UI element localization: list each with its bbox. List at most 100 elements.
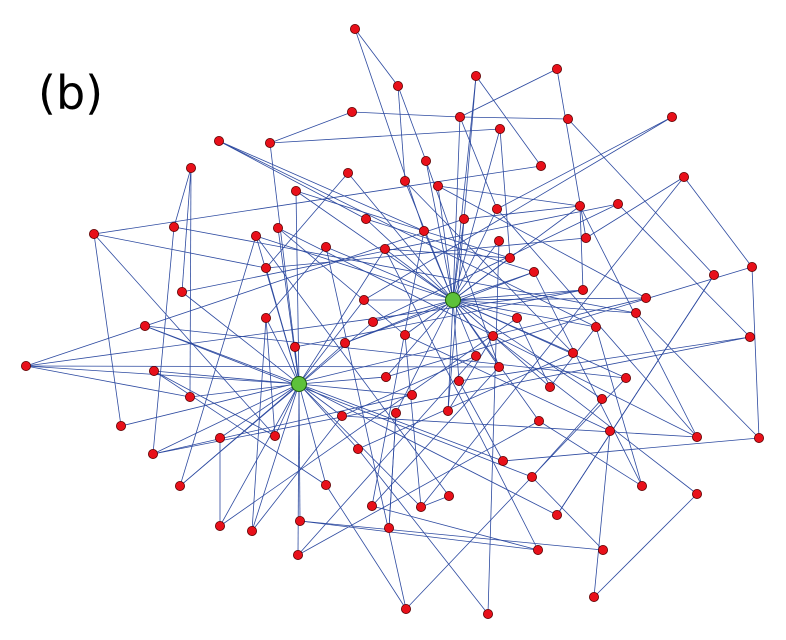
graph-edge xyxy=(294,289,584,348)
graph-edge xyxy=(385,299,454,378)
graph-edge xyxy=(458,336,751,382)
graph-edge xyxy=(277,227,300,385)
graph-edge xyxy=(420,495,450,508)
graph-edge xyxy=(452,116,461,301)
graph-node xyxy=(470,350,481,361)
graph-node xyxy=(399,329,410,340)
graph-edge xyxy=(93,165,542,235)
graph-edge xyxy=(354,28,425,232)
graph-edge xyxy=(459,116,569,120)
graph-edge xyxy=(153,370,300,385)
graph-node xyxy=(598,545,609,556)
graph-node xyxy=(176,286,187,297)
graph-node xyxy=(289,341,300,352)
graph-edge xyxy=(265,317,300,385)
graph-edge xyxy=(531,476,604,551)
graph-node xyxy=(352,443,363,454)
graph-edge xyxy=(181,203,619,293)
graph-edge xyxy=(384,248,539,551)
graph-node xyxy=(568,347,579,358)
graph-node xyxy=(432,180,443,191)
graph-edge xyxy=(120,297,647,427)
graph-node xyxy=(552,509,563,520)
graph-node xyxy=(453,375,464,386)
graph-edge xyxy=(452,299,627,379)
graph-node xyxy=(260,262,271,273)
graph-node xyxy=(533,545,544,556)
graph-edge xyxy=(298,376,387,385)
graph-edge xyxy=(452,299,540,422)
graph-edge xyxy=(152,226,175,455)
graph-node xyxy=(591,321,602,332)
graph-edge xyxy=(425,160,454,301)
graph-edge xyxy=(384,248,511,259)
graph-edge xyxy=(347,172,454,301)
graph-edge xyxy=(25,365,191,398)
graph-edge xyxy=(420,176,685,508)
graph-node xyxy=(692,431,703,442)
graph-edge xyxy=(447,75,477,412)
graph-hub-node xyxy=(291,376,307,392)
graph-node xyxy=(589,592,600,603)
graph-node xyxy=(272,222,283,233)
graph-edge xyxy=(269,128,501,144)
graph-node xyxy=(504,252,515,263)
graph-edge xyxy=(556,274,715,516)
graph-edge xyxy=(447,335,494,412)
graph-edge xyxy=(251,317,267,532)
graph-edge xyxy=(458,380,504,462)
graph-node xyxy=(342,167,353,178)
graph-edge xyxy=(531,398,603,478)
graph-edge xyxy=(265,172,349,269)
graph-edge xyxy=(265,237,587,269)
graph-node xyxy=(250,230,261,241)
graph-edge xyxy=(404,334,611,432)
graph-edge xyxy=(341,415,698,438)
graph-edge xyxy=(298,342,346,385)
graph-edge xyxy=(299,520,604,551)
graph-edge xyxy=(219,317,518,527)
graph-node xyxy=(367,316,378,327)
graph-node xyxy=(339,337,350,348)
graph-edge xyxy=(683,176,753,268)
graph-edge xyxy=(357,352,574,450)
graph-node xyxy=(443,490,454,501)
graph-edge xyxy=(452,208,498,301)
graph-node xyxy=(621,372,632,383)
graph-node xyxy=(400,604,411,615)
graph-edge xyxy=(218,140,367,220)
graph-edge xyxy=(325,246,407,610)
graph-edge xyxy=(218,140,425,232)
graph-edge xyxy=(299,520,539,551)
graph-node xyxy=(383,523,394,534)
graph-edge xyxy=(388,412,397,529)
graph-edge xyxy=(452,128,501,301)
graph-node xyxy=(454,112,465,123)
graph-edge xyxy=(189,167,192,398)
graph-edge xyxy=(617,203,751,338)
graph-edge xyxy=(579,205,698,438)
graph-edge xyxy=(274,383,300,437)
graph-edge xyxy=(404,180,574,354)
graph-edge xyxy=(295,190,300,385)
graph-node xyxy=(692,488,703,499)
graph-node xyxy=(709,269,720,280)
graph-node xyxy=(346,107,357,118)
graph-edge xyxy=(365,218,535,273)
graph-node xyxy=(613,198,624,209)
graph-edge xyxy=(567,118,715,276)
graph-node xyxy=(512,312,523,323)
graph-node xyxy=(116,420,127,431)
graph-edge xyxy=(325,484,407,610)
graph-edge xyxy=(585,176,685,239)
graph-node xyxy=(336,410,347,421)
graph-edge xyxy=(179,235,257,487)
graph-hub-node xyxy=(445,292,461,308)
graph-node xyxy=(406,389,417,400)
graph-node xyxy=(349,23,360,34)
graph-edge xyxy=(463,205,581,220)
graph-node xyxy=(597,393,608,404)
graph-edge xyxy=(93,233,276,437)
graph-node xyxy=(745,331,756,342)
graph-edge xyxy=(459,68,558,118)
